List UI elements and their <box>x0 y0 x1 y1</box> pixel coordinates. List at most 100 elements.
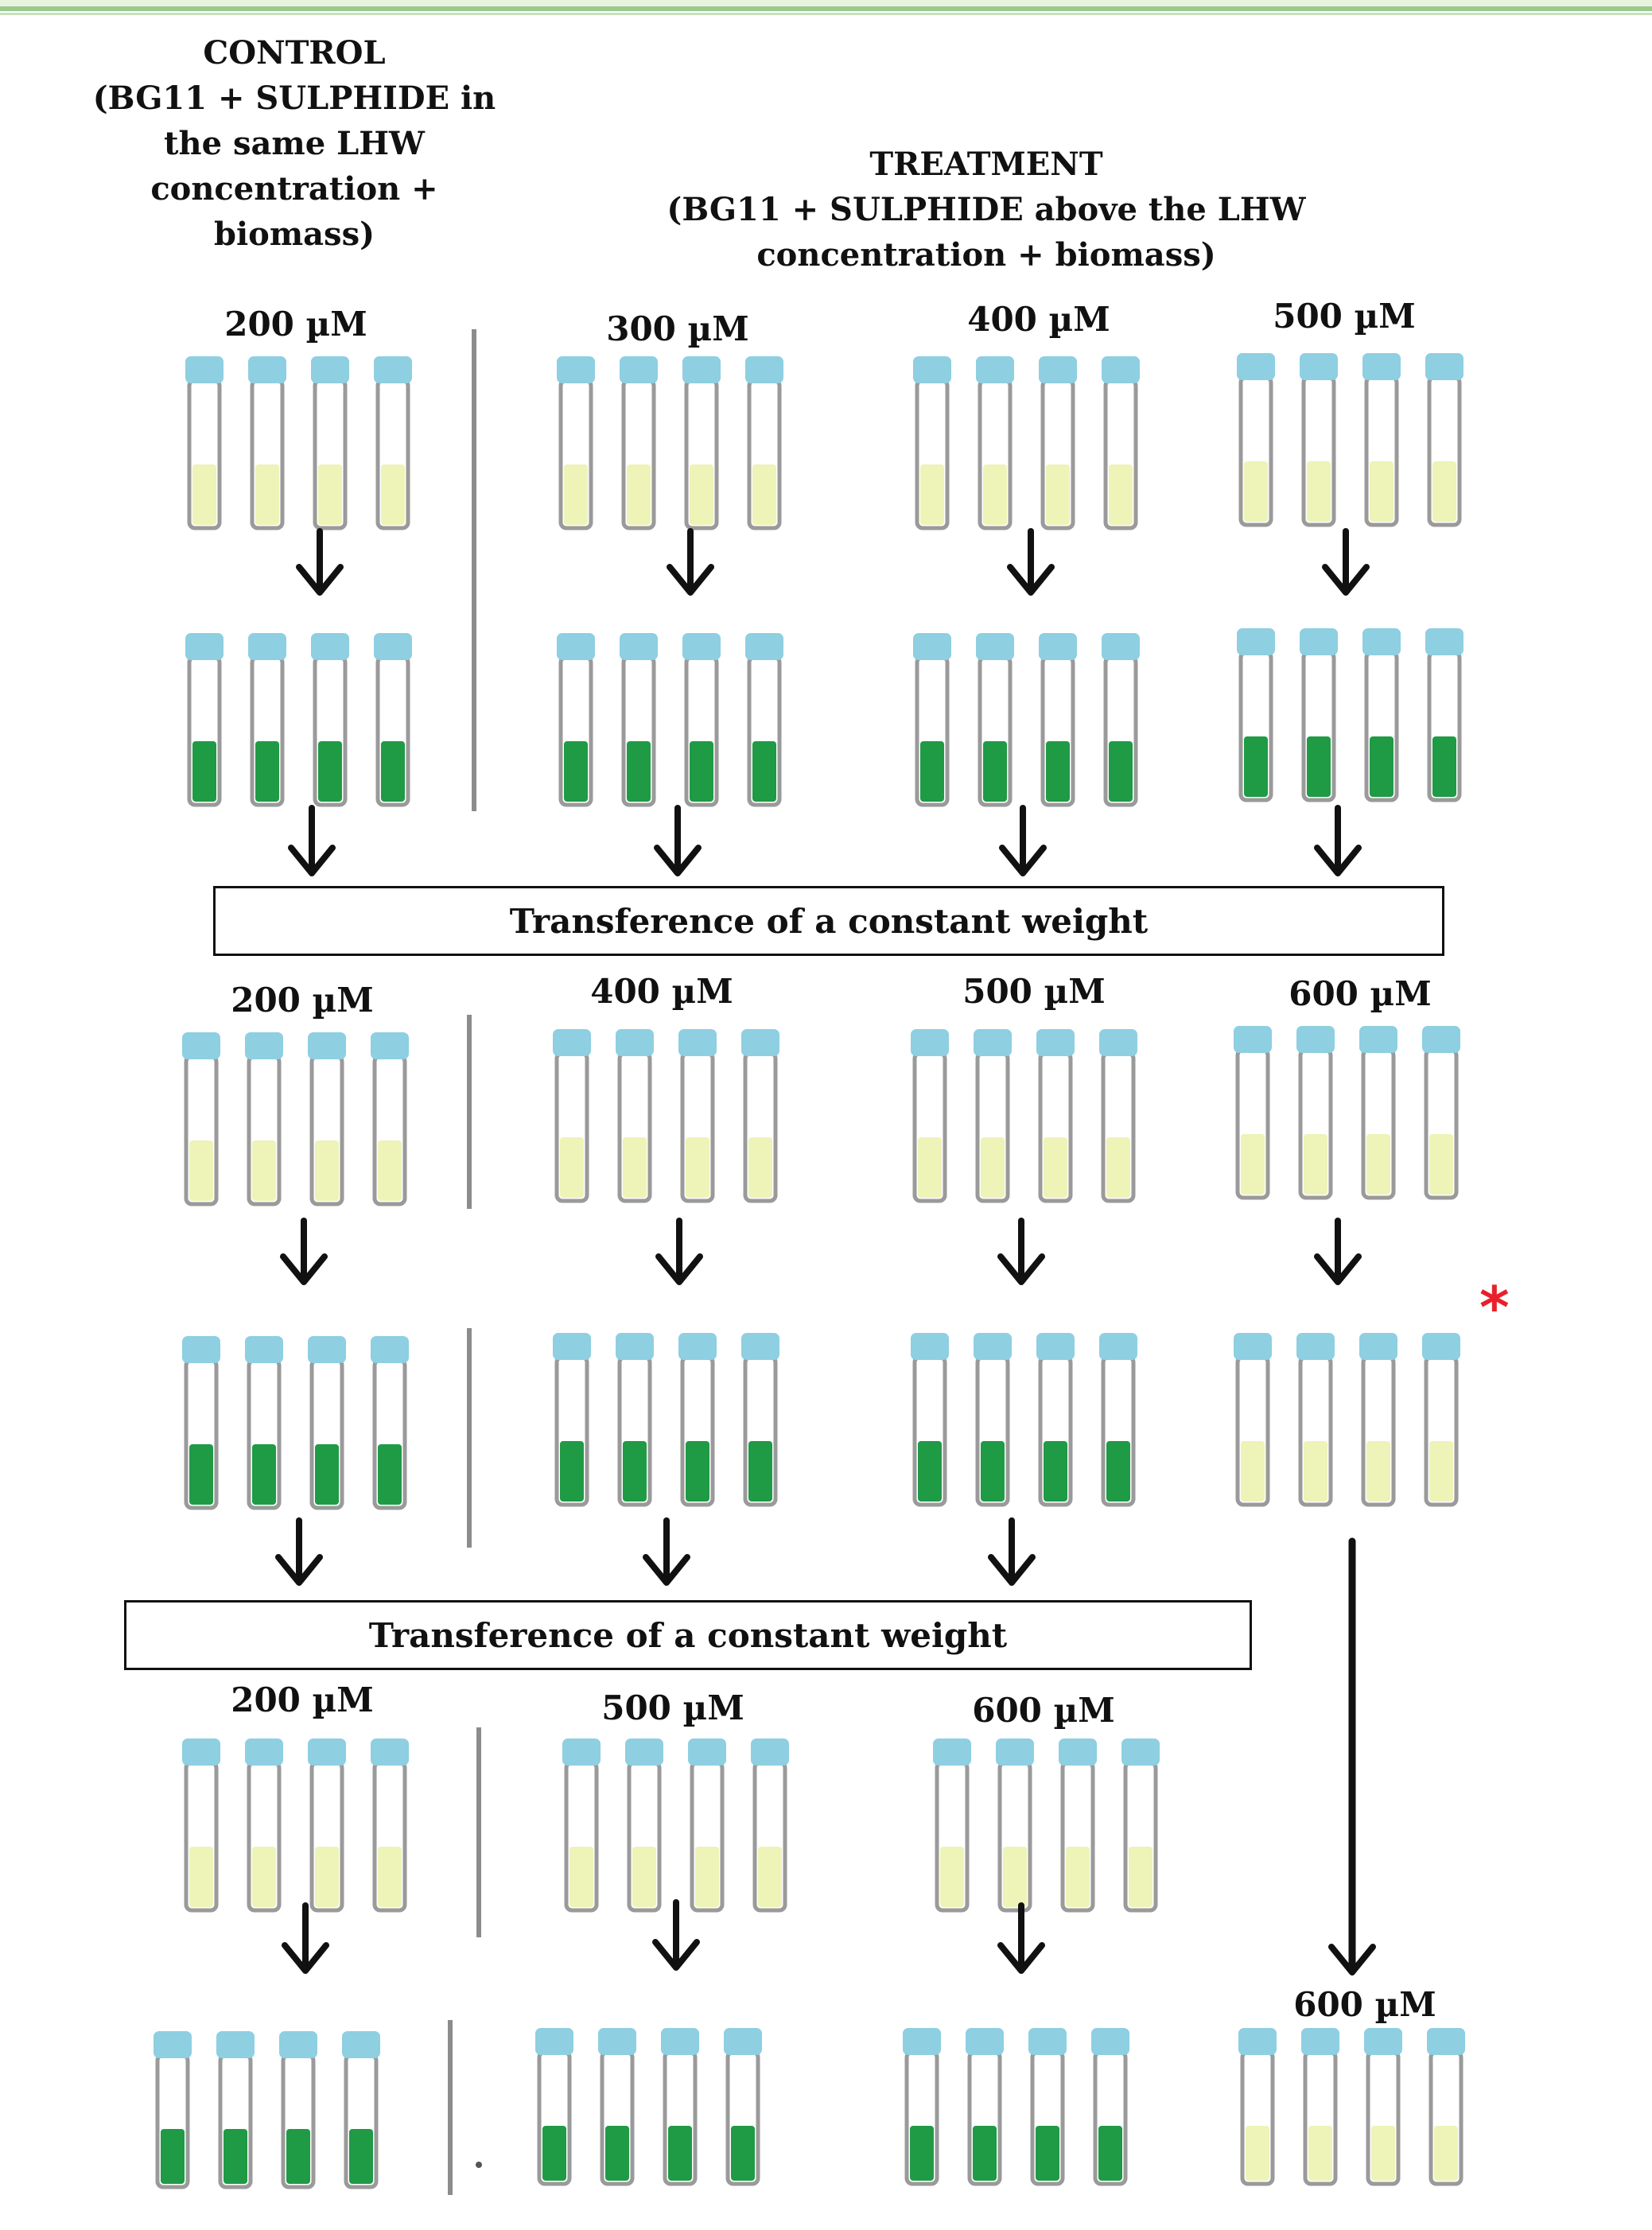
green-medium <box>252 1444 276 1505</box>
tube-cap <box>911 1029 949 1056</box>
tube-cap <box>616 1029 654 1056</box>
test-tube <box>374 356 412 530</box>
pale-medium <box>748 1137 772 1198</box>
test-tube <box>1364 2028 1402 2186</box>
tube-group <box>557 633 783 807</box>
pale-medium <box>918 1137 942 1198</box>
tube-cap <box>557 633 595 660</box>
green-medium <box>255 741 279 802</box>
test-tube <box>1028 2028 1067 2186</box>
tube-cap <box>154 2031 192 2058</box>
test-tube <box>308 1032 346 1206</box>
treatment-header-line: (BG11 + SULPHIDE above the LHW <box>667 191 1306 228</box>
green-medium <box>748 1441 772 1502</box>
pale-medium <box>1370 461 1394 522</box>
tube-cap <box>1359 1333 1397 1360</box>
tube-cap <box>182 1336 220 1363</box>
green-medium <box>381 741 405 802</box>
test-tube <box>1102 356 1140 530</box>
tube-cap <box>1234 1333 1272 1360</box>
test-tube <box>1362 628 1401 802</box>
pale-medium <box>1307 461 1331 522</box>
test-tube <box>1036 1029 1075 1203</box>
test-tube <box>678 1029 717 1203</box>
arrow-head <box>280 1253 328 1285</box>
concentration-label: 200 µM <box>231 981 374 1020</box>
test-tube <box>678 1333 717 1507</box>
tube-group <box>185 633 412 807</box>
concentration-label: 500 µM <box>601 1688 744 1727</box>
control-header-line: concentration + <box>150 170 438 208</box>
tube-cap <box>598 2028 636 2055</box>
tube-cap <box>371 1739 409 1766</box>
arrow-head <box>282 1942 329 1974</box>
pale-medium <box>686 1137 709 1198</box>
arrow-head <box>1322 564 1370 596</box>
tube-cap <box>625 1739 663 1766</box>
green-medium <box>1036 2126 1059 2181</box>
arrow-head <box>1328 1944 1376 1976</box>
concentration-label: 600 µM <box>972 1691 1115 1730</box>
test-tube <box>625 1739 663 1913</box>
green-medium <box>1044 1441 1067 1502</box>
test-tube <box>1422 1333 1460 1507</box>
top-rule <box>0 0 1652 6</box>
tube-cap <box>1237 353 1275 380</box>
test-tube <box>616 1333 654 1507</box>
pale-medium <box>1241 1134 1265 1195</box>
pale-medium <box>1429 1134 1453 1195</box>
tube-cap <box>1238 2028 1277 2055</box>
test-tube <box>751 1739 789 1913</box>
pale-medium <box>255 464 279 525</box>
test-tube <box>1359 1026 1397 1200</box>
pale-medium <box>1046 464 1070 525</box>
tube-cap <box>724 2028 762 2055</box>
pale-medium <box>632 1847 656 1907</box>
tube-cap <box>1301 2028 1339 2055</box>
tube-cap <box>1059 1739 1097 1766</box>
down-arrow <box>997 1902 1045 1974</box>
green-medium <box>981 1441 1005 1502</box>
pale-medium <box>189 1140 213 1201</box>
test-tube <box>976 356 1014 530</box>
tube-cap <box>311 633 349 660</box>
test-tube <box>1362 353 1401 527</box>
test-tube <box>1300 353 1338 527</box>
arrow-head <box>296 564 344 596</box>
pale-medium <box>690 464 713 525</box>
test-tube <box>185 633 224 807</box>
arrow-head <box>997 1253 1045 1285</box>
pale-medium <box>1366 1441 1390 1502</box>
green-medium <box>189 1444 213 1505</box>
tube-group <box>535 2028 762 2186</box>
concentration-label: 400 µM <box>590 972 733 1011</box>
pale-medium <box>752 464 776 525</box>
down-arrow <box>1314 805 1362 876</box>
green-medium <box>192 741 216 802</box>
down-arrow <box>988 1517 1036 1586</box>
green-medium <box>315 1444 339 1505</box>
test-tube <box>1036 1333 1075 1507</box>
pale-medium <box>315 1847 339 1907</box>
test-tube <box>557 356 595 530</box>
test-tube <box>185 356 224 530</box>
test-tube <box>682 633 721 807</box>
pale-medium <box>192 464 216 525</box>
arrow-head <box>1314 1253 1362 1285</box>
green-medium <box>605 2126 629 2181</box>
tube-group <box>911 1333 1137 1507</box>
tube-group <box>562 1739 789 1913</box>
pale-medium <box>378 1847 402 1907</box>
tube-group <box>913 356 1140 530</box>
down-arrow <box>296 528 344 596</box>
tube-cap <box>751 1739 789 1766</box>
tube-cap <box>1300 353 1338 380</box>
test-tube <box>933 1739 971 1913</box>
tube-cap <box>1036 1333 1075 1360</box>
test-tube <box>308 1336 346 1510</box>
test-tube <box>535 2028 573 2186</box>
down-arrow <box>652 1899 700 1971</box>
tube-cap <box>245 1032 283 1059</box>
test-tube <box>996 1739 1034 1913</box>
tube-cap <box>1039 356 1077 383</box>
